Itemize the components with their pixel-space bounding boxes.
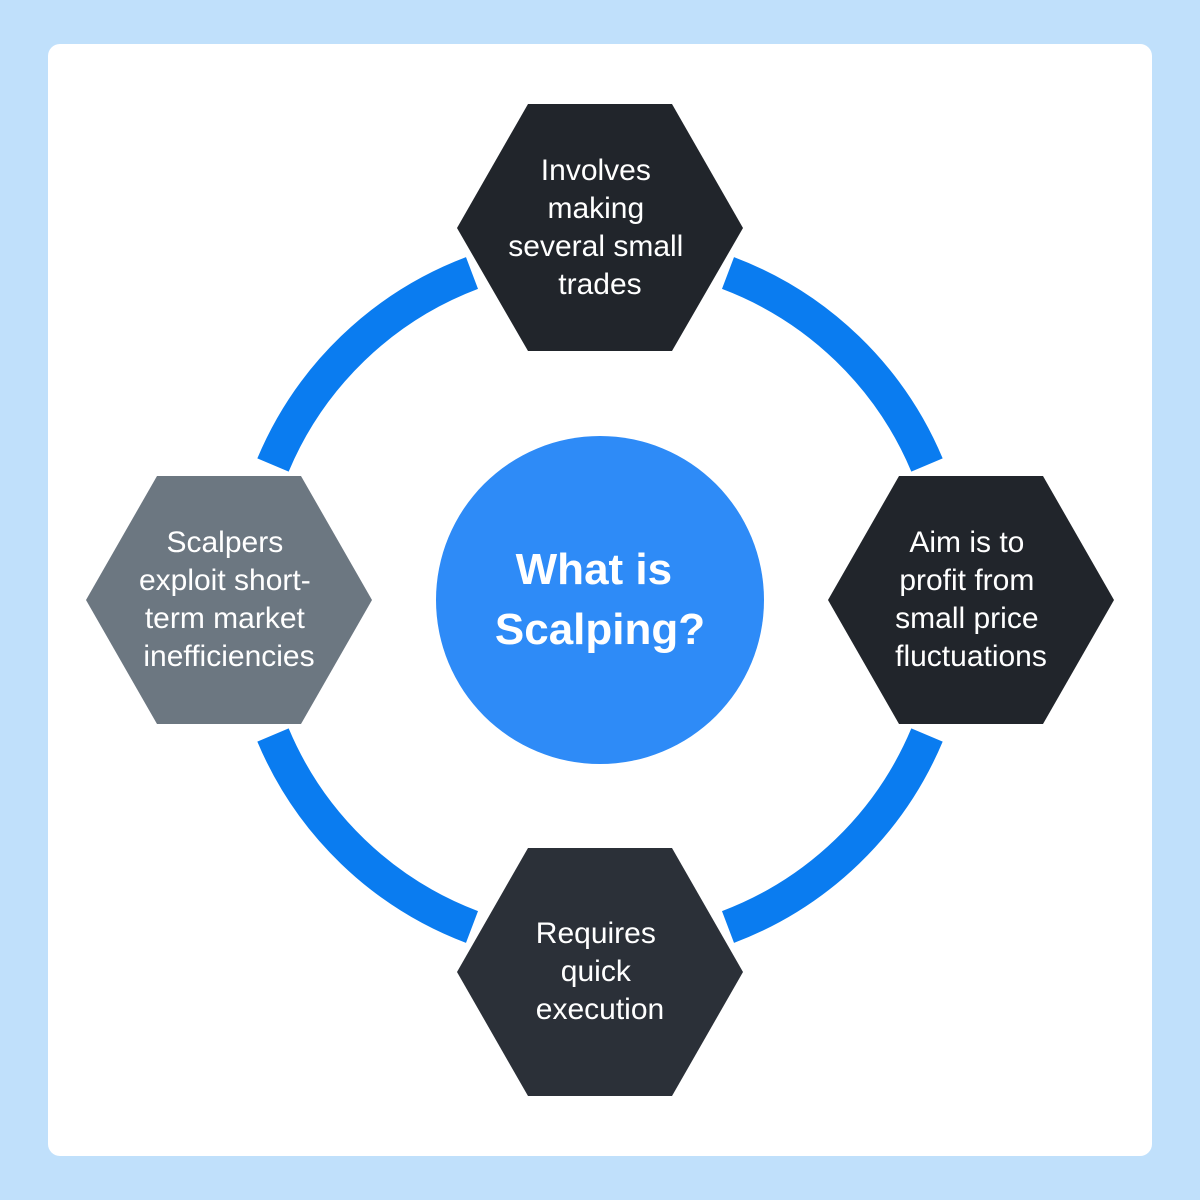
node-left-text: Scalpers exploit short- term market inef… [139,526,319,673]
node-bottom-line: execution [536,993,664,1026]
node-top-line: trades [558,268,641,301]
node-left-line: exploit short- [139,564,311,597]
node-right-line: profit from [899,564,1034,597]
node-top-text: Involves making several small trades [508,154,691,301]
node-bottom-hexagon [457,848,743,1096]
node-top-hexagon [457,104,743,351]
node-left: Scalpers exploit short- term market inef… [86,476,372,724]
center-title-line: What is [516,545,672,594]
node-left-line: Scalpers [166,526,283,559]
ring-arc-top-right [721,257,943,472]
node-top-line: several small [508,230,683,263]
node-top-line: Involves [541,154,651,187]
node-right-text: Aim is to profit from small price fluctu… [895,526,1047,673]
node-left-hexagon [86,476,372,724]
node-bottom-text: Requires quick execution [536,917,664,1026]
node-bottom: Requires quick execution [457,848,743,1096]
ring-arc-right-bottom [721,728,943,943]
ring-arc-left-top [257,257,479,472]
center-node: What is Scalping? [436,436,764,764]
node-right-line: small price [895,602,1038,635]
node-right-hexagon [828,476,1114,724]
node-left-line: inefficiencies [143,640,314,673]
node-right-line: fluctuations [895,640,1047,673]
node-top-line: making [547,192,644,225]
node-bottom-line: quick [561,955,632,988]
center-title-line: Scalping? [495,605,705,654]
node-bottom-line: Requires [536,917,656,950]
node-top: Involves making several small trades [457,104,743,351]
node-right-line: Aim is to [909,526,1024,559]
center-title: What is Scalping? [495,545,705,654]
ring-arc-bottom-left [257,728,479,943]
center-circle [436,436,764,764]
node-right: Aim is to profit from small price fluctu… [828,476,1114,724]
node-left-line: term market [145,602,306,635]
